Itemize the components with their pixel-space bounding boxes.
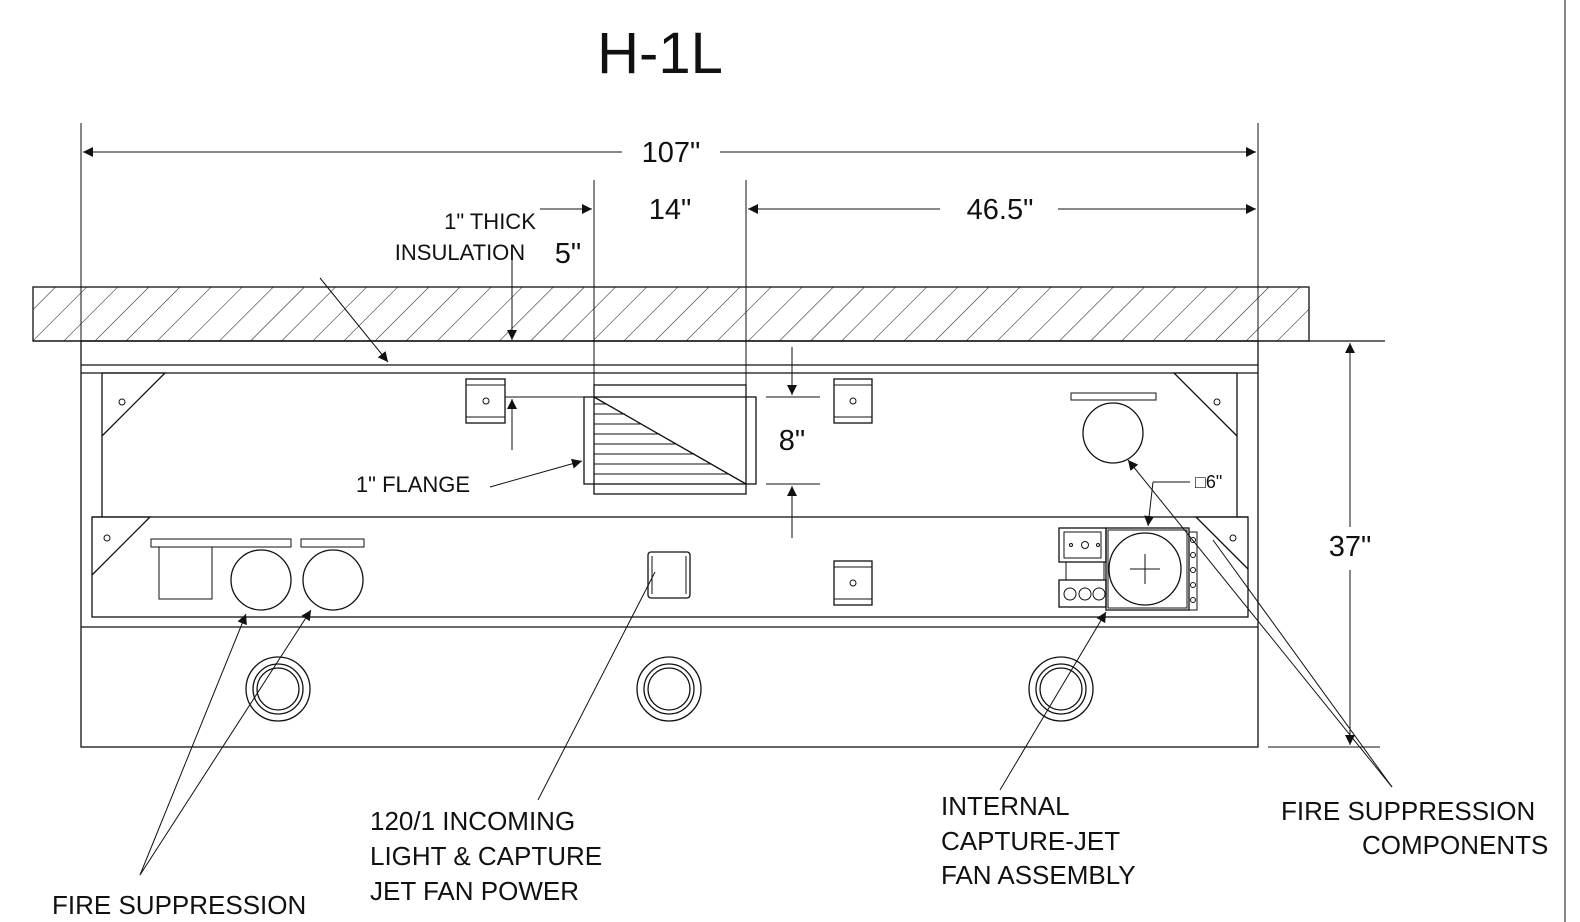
insulation-label-line1: 1" THICK [444,209,536,234]
ceiling-slab [32,286,1310,342]
lower-fire-suppression-nozzles [150,538,365,611]
overall-width-value: 107" [642,137,701,169]
capture-jet-fan-assembly [1058,481,1198,611]
left-offset-value: 14" [649,194,692,226]
duct-height-dimension: 8" [766,347,820,538]
power-label-line2: LIGHT & CAPTURE [370,841,602,871]
ceiling-gap-value: 5" [555,238,581,270]
hanger-brackets [465,378,873,606]
duct-height-value: 8" [779,425,805,457]
hood-body [33,340,1385,748]
fire-suppression-nozzle [1070,392,1157,464]
power-label-line1: 120/1 INCOMING [370,806,575,836]
fire-suppression-label-left: FIRE SUPPRESSION [52,890,306,920]
insulation-label-line2: INSULATION [395,240,525,265]
offset-dimensions: 14" 46.5" [540,180,1256,400]
fire-suppression-label-right-line1: FIRE SUPPRESSION [1281,796,1535,826]
light-fixture-left [245,656,311,722]
drawing-title: H-1L [597,21,723,86]
leader-lines [139,459,1393,876]
power-label-line3: JET FAN POWER [370,876,579,906]
flange-label: 1" FLANGE [356,472,470,497]
light-fixture-center [636,656,702,722]
fan-label-line3: FAN ASSEMBLY [941,860,1136,890]
fire-suppression-label-right-line2: COMPONENTS [1362,830,1548,860]
fan-label-line1: INTERNAL [941,791,1070,821]
fan-label-line2: CAPTURE-JET [941,826,1120,856]
junction-box [647,551,691,599]
overall-height-dimension: 37" [1329,343,1372,745]
overall-width-dimension: 107" [80,123,1259,345]
exhaust-duct-collar [505,384,757,495]
right-offset-value: 46.5" [967,194,1034,226]
light-fixture-right [1028,656,1094,722]
overall-height-value: 37" [1329,531,1372,563]
duct-size-value: □6" [1195,472,1222,492]
